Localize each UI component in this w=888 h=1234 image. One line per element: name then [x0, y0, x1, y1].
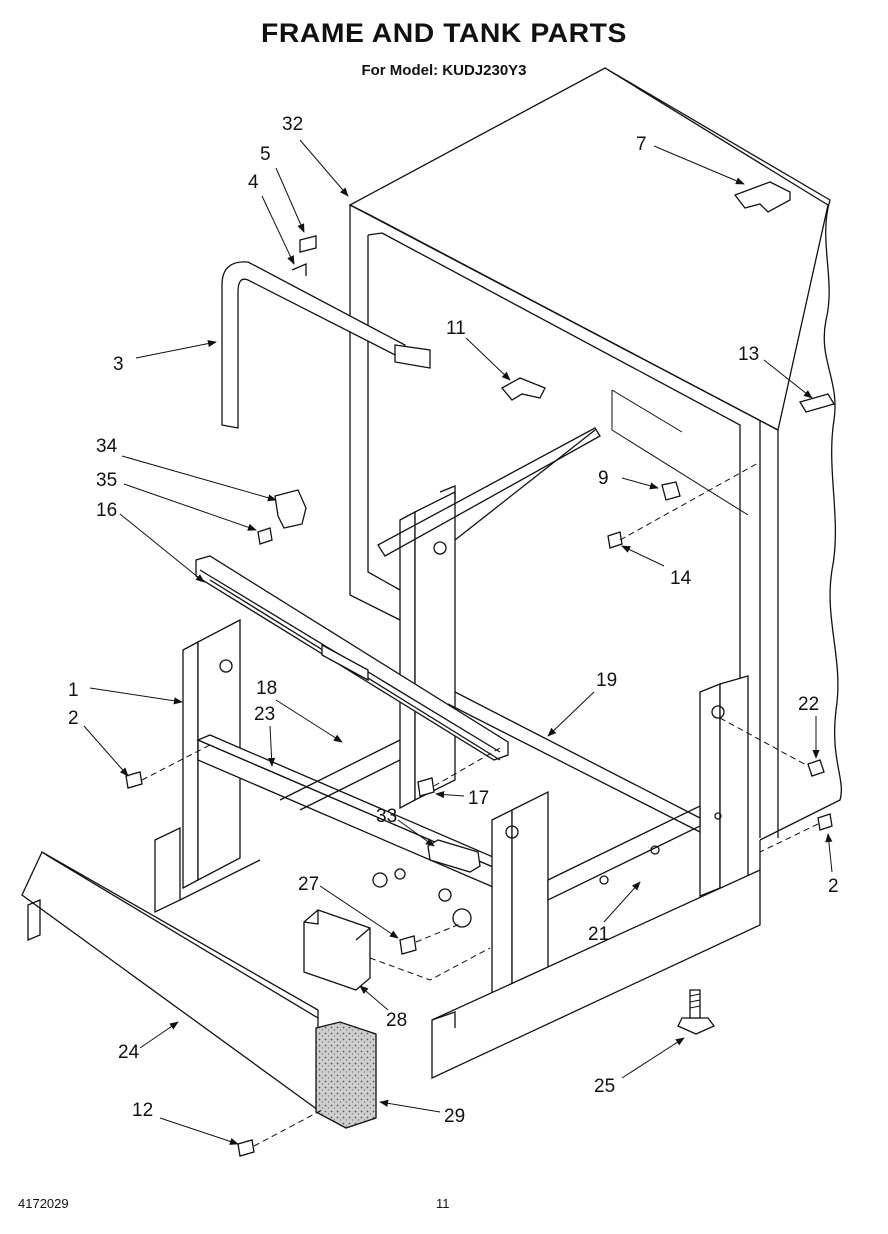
document-number: 4172029 — [18, 1196, 69, 1211]
callout-13: 13 — [738, 344, 759, 365]
part-2-screw-right — [817, 813, 833, 831]
part-16-rail — [195, 555, 509, 761]
part-2-leader-right — [759, 823, 819, 853]
callout-34: 34 — [96, 436, 118, 457]
callout-3: 3 — [113, 354, 124, 375]
callout-18: 18 — [256, 678, 277, 699]
part-5-screw — [299, 235, 317, 253]
part-11-clip — [500, 377, 546, 401]
part-34-switch — [274, 489, 307, 529]
part-27-leader — [415, 923, 461, 943]
callout-25: 25 — [594, 1076, 615, 1097]
leader-arrows — [83, 139, 833, 1145]
part-13-bracket — [799, 393, 835, 413]
part-14-leader — [619, 461, 761, 541]
callout-7: 7 — [636, 134, 647, 155]
callout-9: 9 — [598, 468, 609, 489]
callout-23: 23 — [254, 704, 275, 725]
callout-16: 16 — [96, 500, 117, 521]
part-3-gasket — [221, 261, 431, 429]
part-33-pad — [427, 839, 481, 873]
part-2-leader-left — [141, 744, 211, 781]
frame-assembly — [154, 427, 761, 1080]
part-9-grommet — [661, 481, 681, 501]
part-17-screw — [417, 777, 435, 797]
page-number: 11 — [436, 1196, 450, 1211]
part-27-screw — [399, 935, 417, 955]
callout-1: 1 — [68, 680, 79, 701]
part-12-screw — [237, 1139, 255, 1157]
callout-labels: 32 5 4 7 3 11 13 9 14 34 35 16 1 2 18 23… — [68, 114, 839, 1127]
callout-28: 28 — [386, 1010, 407, 1031]
part-28-edge — [303, 910, 319, 925]
model-subtitle: For Model: KUDJ230Y3 — [361, 62, 527, 79]
callout-21: 21 — [588, 924, 609, 945]
part-28-box — [303, 909, 371, 991]
callout-5: 5 — [260, 144, 271, 165]
callout-27: 27 — [298, 874, 319, 895]
part-7-clip — [733, 181, 791, 213]
part-22-screw — [807, 759, 825, 777]
callout-33: 33 — [376, 806, 397, 827]
page-title: FRAME AND TANK PARTS — [261, 18, 627, 48]
part-17-leader — [433, 747, 501, 787]
callout-12: 12 — [132, 1100, 153, 1121]
callout-35: 35 — [96, 470, 117, 491]
callout-19: 19 — [596, 670, 617, 691]
callout-2-left: 2 — [68, 708, 79, 729]
part-2-screw-left — [125, 771, 143, 789]
callout-17: 17 — [468, 788, 489, 809]
part-35-screw — [257, 527, 273, 545]
callout-29: 29 — [444, 1106, 465, 1127]
callout-2-right: 2 — [828, 876, 839, 897]
callout-14: 14 — [670, 568, 692, 589]
part-29-insulation — [315, 1021, 377, 1129]
part-25-leveling-leg — [677, 989, 716, 1035]
callout-22: 22 — [798, 694, 819, 715]
callout-24: 24 — [118, 1042, 140, 1063]
part-22-leader — [719, 717, 809, 767]
part-28-top-edge — [355, 927, 371, 941]
part-14-screw — [607, 531, 623, 549]
callout-4: 4 — [248, 172, 259, 193]
callout-11: 11 — [446, 318, 466, 339]
callout-32: 32 — [282, 114, 303, 135]
part-12-leader — [253, 1109, 323, 1147]
part-28-leader — [369, 947, 491, 981]
